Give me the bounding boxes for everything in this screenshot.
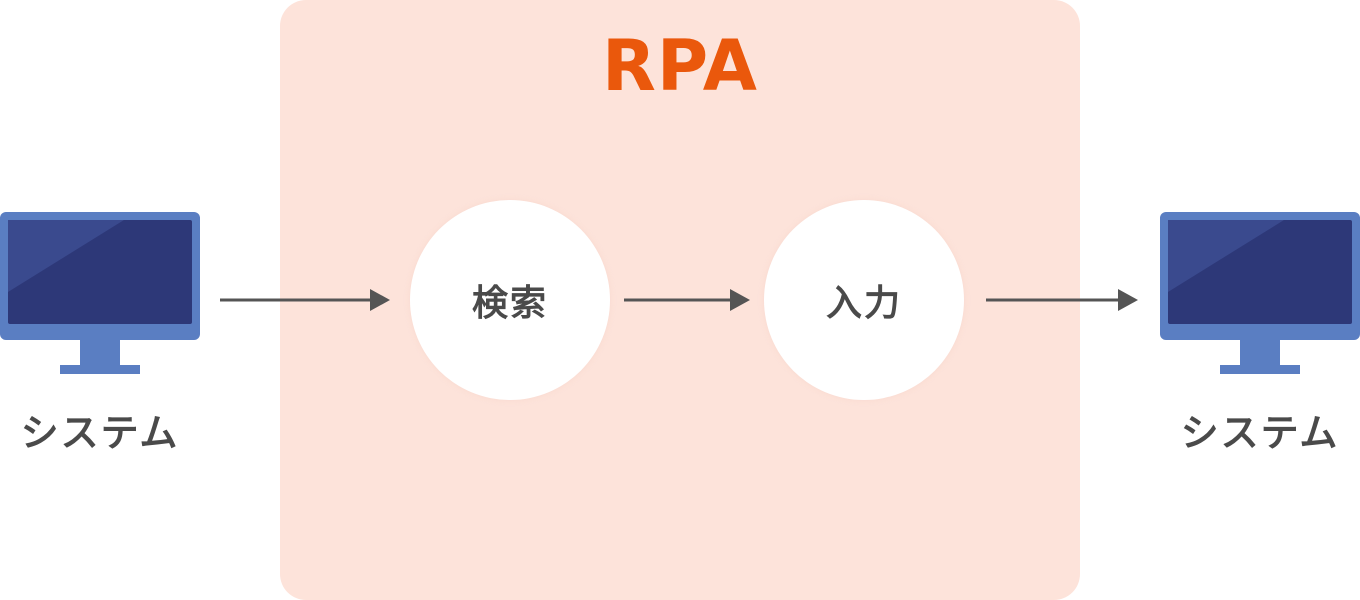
step-input: 入力: [764, 200, 964, 400]
target-system: システム: [1160, 212, 1360, 455]
target-system-label: システム: [1180, 411, 1340, 455]
arrow-right-icon: [624, 289, 750, 311]
rpa-title: RPA: [602, 25, 758, 107]
source-system: システム: [0, 212, 200, 455]
source-system-label: システム: [20, 411, 180, 455]
arrow-right-icon: [220, 289, 390, 311]
arrow-right-icon: [986, 289, 1138, 311]
monitor-icon: [1160, 212, 1360, 374]
step-search: 検索: [410, 200, 610, 400]
monitor-icon: [0, 212, 200, 374]
step-input-label: 入力: [825, 283, 902, 324]
step-search-label: 検索: [471, 283, 548, 324]
